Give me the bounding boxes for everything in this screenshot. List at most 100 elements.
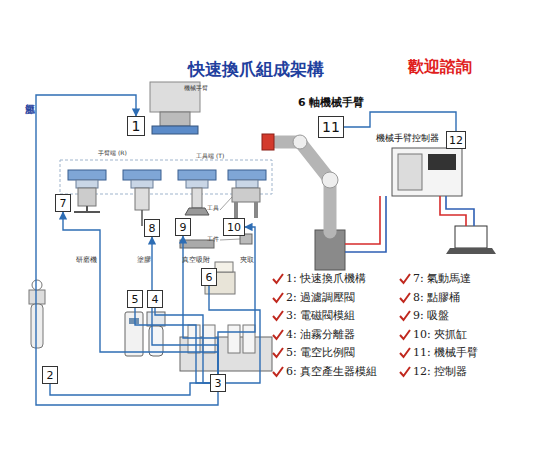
text-label: 工具端 (T) [196,153,224,160]
check-mark-stroke [273,348,283,357]
legend-text: 6: 真空產生器模組 [286,365,377,378]
changer-master [160,112,190,126]
check-mark-stroke [273,367,283,376]
leader-line [220,239,240,240]
diagram-title: 快速換爪組成架構 [188,60,324,80]
callout-number: 5 [127,290,143,308]
mist-separator-head [147,312,165,326]
check-mark-stroke [400,311,410,320]
check-mark [272,366,284,378]
grinder-shaft [86,206,88,212]
signal-cable [345,196,386,252]
air-hose [135,308,210,383]
callout-number: 3 [210,374,226,392]
tool-head [228,170,266,180]
text-label: 歡迎諮詢 [408,58,472,76]
callout-text: 10 [227,222,241,233]
legend-text: 5: 電空比例閥 [286,346,355,359]
valve-display [129,318,139,324]
callout-text: 11 [322,120,340,134]
air-hose [36,95,218,405]
legend-text: 10: 夾抓缸 [413,328,467,341]
callout-text: 4 [152,294,159,305]
callout-text: 7 [60,198,67,209]
robot-arm [276,142,330,232]
vacuum-generator-top [215,262,233,272]
legend-text: 11: 機械手臂 [413,346,478,359]
check-mark-stroke [400,348,410,357]
callout-text: 3 [215,378,222,389]
legend-text: 2: 過濾調壓閥 [286,291,355,304]
controller-panel [398,154,422,190]
callout-number: 12 [446,131,466,149]
solenoid-valve [188,325,200,353]
air-hose [50,383,210,395]
text-label: 塗膠 [137,256,151,264]
tool-head [178,170,216,180]
legend-text: 4: 油霧分離器 [286,328,355,341]
check-mark [399,366,411,378]
check-mark [272,273,284,285]
controller-cabinet [392,148,462,196]
check-mark [399,347,411,359]
callout-number: 6 [201,268,217,286]
callout-text: 2 [47,370,54,381]
callout-number: 10 [223,218,245,236]
robot-tool [262,134,274,150]
check-mark-stroke [400,367,410,376]
solenoid-valve [203,325,215,353]
robot-joint [322,172,338,188]
callout-number: 1 [127,116,145,136]
callout-text: 1 [132,119,141,133]
air-hose [155,308,210,383]
laptop-screen [455,226,487,248]
legend-text: 8: 點膠桶 [413,291,460,304]
proportional-valve [125,312,143,356]
leader-line [220,197,232,210]
air-hose [63,212,218,374]
gripper-body [232,188,260,202]
power-cable [345,196,380,244]
check-mark-stroke [400,330,410,339]
legend-text: 1: 快速換爪機構 [286,272,366,285]
check-mark-stroke [273,274,283,283]
callout-number: 4 [147,290,163,308]
filter-bowl [31,304,43,348]
regulator-head [29,290,45,304]
callout-number: 11 [318,116,344,138]
callout-number: 2 [42,366,58,384]
tool-head [68,170,106,180]
check-mark-stroke [400,293,410,302]
gripper-finger [234,202,238,218]
legend-text: 3: 電磁閥模組 [286,309,355,322]
check-mark [399,273,411,285]
air-hose [344,112,456,131]
robot-joint [293,135,307,149]
check-mark [272,310,284,322]
vacuum-stem [192,188,202,208]
gripper-finger [254,202,258,218]
legend-text: 7: 氣動馬達 [413,272,471,285]
check-mark-stroke [273,293,283,302]
text-label: 研磨機 [76,256,97,264]
text-label: 機械手臂控制器 [376,133,439,143]
callout-text: 8 [149,223,156,234]
callout-number: 7 [55,194,71,212]
check-mark [399,310,411,322]
text-label: 工具 [207,205,219,212]
legend-text: 12: 控制器 [413,365,467,378]
check-mark-stroke [273,311,283,320]
controller-module [428,154,456,170]
power-cable [440,196,466,226]
suction-cup [185,208,209,215]
laptop-base [446,248,496,254]
glue-needle [141,210,143,226]
text-label: 夾取 [240,256,254,264]
air-hose [218,227,255,374]
callout-text: 6 [206,272,213,283]
check-mark [272,347,284,359]
callout-text: 12 [449,135,463,146]
grinder [78,188,96,206]
callout-number: 8 [144,219,160,237]
